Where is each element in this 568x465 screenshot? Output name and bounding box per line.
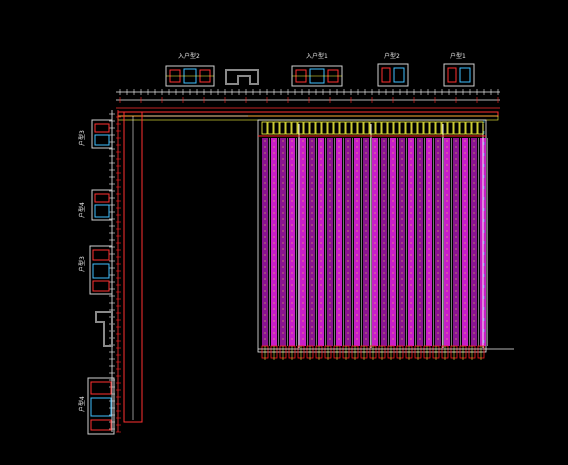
unit-top-cell — [459, 121, 466, 135]
top-dimension-lines — [116, 89, 500, 109]
unit-top-cell — [405, 121, 412, 135]
unit-top-cell — [453, 121, 460, 135]
left-label-4: 户型4 — [79, 396, 86, 412]
unit-top-cell — [417, 121, 424, 135]
unit-top-cell — [273, 121, 280, 135]
unit-top-cell — [315, 121, 322, 135]
unit-top-cell — [339, 121, 346, 135]
main-plan-block — [257, 119, 514, 360]
top-detail-gray — [225, 69, 259, 85]
top-label-3: 户型2 — [384, 53, 400, 60]
unit-top-cell — [399, 121, 406, 135]
top-label-4: 户型1 — [450, 53, 466, 60]
unit-top-cell — [357, 121, 364, 135]
unit-top-cell — [303, 121, 310, 135]
unit-top-cell — [285, 121, 292, 135]
unit-top-cell — [327, 121, 334, 135]
unit-top-cell — [291, 121, 298, 135]
unit-top-cell — [387, 121, 394, 135]
left-detail-gray — [95, 311, 113, 347]
unit-top-cell — [321, 121, 328, 135]
left-label-3: 户型3 — [79, 256, 86, 272]
top-detail-1 — [165, 65, 215, 87]
unit-top-cell — [465, 121, 472, 135]
unit-top-cell — [423, 121, 430, 135]
top-detail-4 — [443, 63, 475, 87]
top-label-1: 入户型2 — [178, 53, 200, 60]
unit-top-cell — [411, 121, 418, 135]
unit-top-cell — [447, 121, 454, 135]
unit-top-cell — [393, 121, 400, 135]
left-detail-2 — [91, 189, 113, 221]
unit-top-cell — [297, 121, 304, 135]
left-detail-4 — [87, 377, 115, 435]
top-detail-3 — [377, 63, 409, 87]
unit-top-cell — [429, 121, 436, 135]
unit-top-cell — [381, 121, 388, 135]
unit-top-cell — [267, 121, 274, 135]
left-label-2: 户型4 — [79, 202, 86, 218]
left-detail-3 — [89, 245, 113, 295]
unit-top-cell — [309, 121, 316, 135]
unit-top-cell — [279, 121, 286, 135]
unit-top-cell — [333, 121, 340, 135]
unit-top-cell — [435, 121, 442, 135]
left-detail-1 — [91, 119, 113, 149]
left-label-1: 户型3 — [79, 130, 86, 146]
unit-top-cell — [261, 121, 268, 135]
unit-top-cell — [363, 121, 370, 135]
unit-top-cell — [369, 121, 376, 135]
unit-top-cell — [477, 121, 484, 135]
unit-top-cell — [351, 121, 358, 135]
unit-top-cell — [345, 121, 352, 135]
top-label-2: 入户型1 — [306, 53, 328, 60]
unit-top-cell — [375, 121, 382, 135]
unit-top-cell — [441, 121, 448, 135]
top-detail-2 — [291, 65, 343, 87]
unit-top-cell — [471, 121, 478, 135]
